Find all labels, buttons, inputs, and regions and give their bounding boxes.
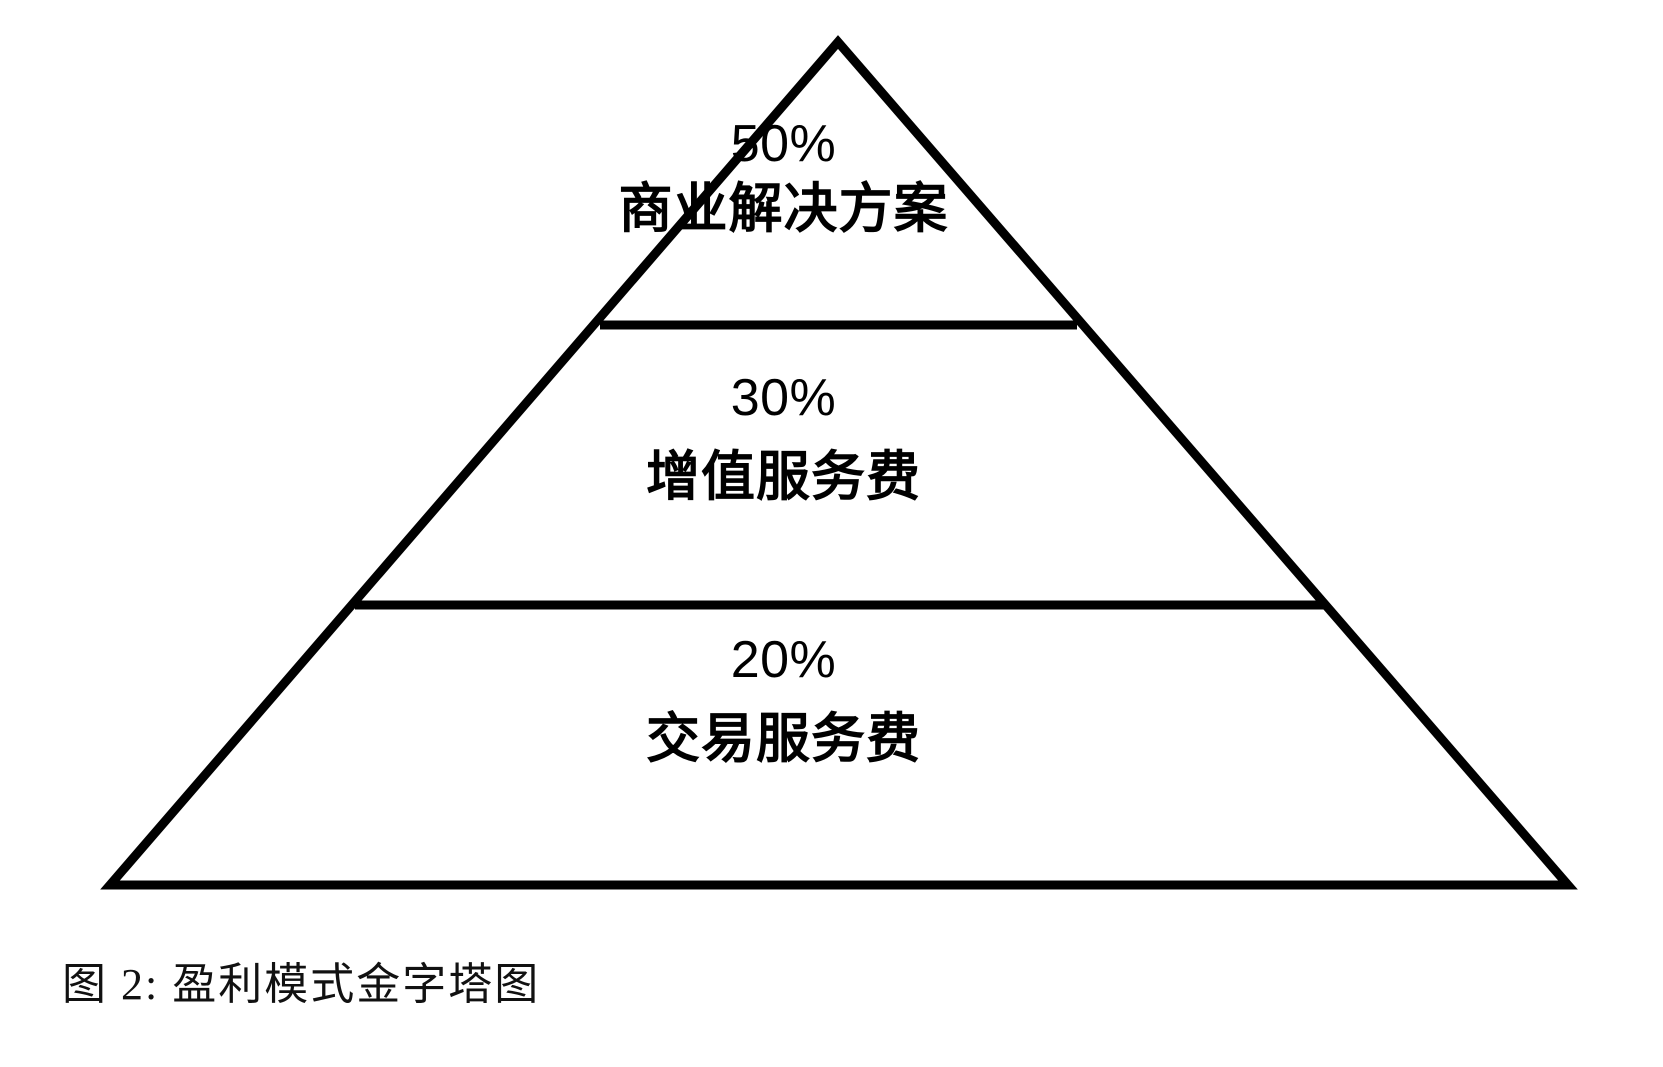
pyramid-tier-3-label: 交易服务费	[646, 707, 921, 770]
pyramid-outline	[100, 35, 1578, 890]
figure-caption: 图 2: 盈利模式金字塔图	[62, 960, 541, 1009]
pyramid-tier-1-label: 商业解决方案	[618, 177, 949, 240]
pyramid-tier-2-percent: 30%	[730, 369, 837, 427]
pyramid-tier-3-percent: 20%	[730, 631, 837, 689]
pyramid-tier-2-label: 增值服务费	[646, 445, 921, 508]
pyramid-tier-1-percent: 50%	[730, 115, 837, 173]
